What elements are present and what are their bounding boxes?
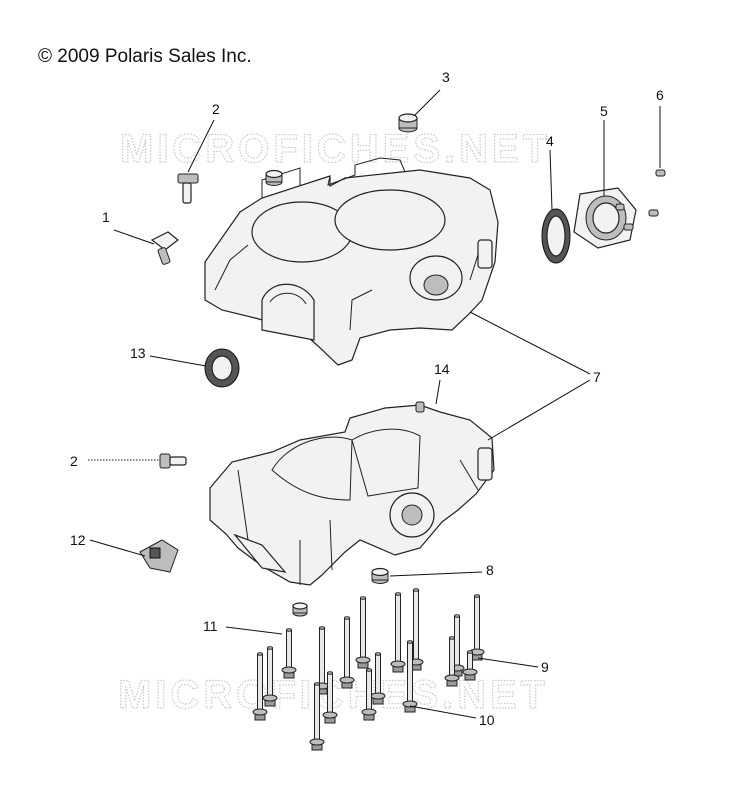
callout-11: 11 xyxy=(203,618,218,634)
callout-14: 14 xyxy=(434,361,450,377)
callout-10: 10 xyxy=(479,712,495,728)
callout-4: 4 xyxy=(546,133,554,149)
upper-crankcase[interactable] xyxy=(204,157,499,366)
bolt[interactable] xyxy=(252,652,268,721)
part-2-breather-lower[interactable] xyxy=(159,453,187,469)
bolt[interactable] xyxy=(469,594,485,661)
callout-6: 6 xyxy=(656,87,664,103)
callout-8: 8 xyxy=(486,562,494,578)
bolt[interactable] xyxy=(462,650,478,681)
watermark-bottom: MICROFICHES.NET xyxy=(118,673,549,717)
callout-7: 7 xyxy=(593,369,601,385)
copyright-notice: © 2009 Polaris Sales Inc. xyxy=(38,46,252,67)
bolt[interactable] xyxy=(355,596,371,669)
part-13-seal[interactable] xyxy=(204,348,240,388)
bolt[interactable] xyxy=(390,592,406,673)
leader-lines xyxy=(88,89,661,719)
part-6-bolt[interactable] xyxy=(655,169,666,177)
part-3-plug[interactable] xyxy=(265,113,418,186)
lower-crankcase[interactable] xyxy=(209,401,495,586)
callout-3: 3 xyxy=(442,69,450,85)
part-8-plug[interactable] xyxy=(292,567,389,617)
callout-12: 12 xyxy=(70,532,86,548)
callout-1: 1 xyxy=(102,209,110,225)
callout-2-upper: 2 xyxy=(212,101,220,117)
watermark-top: MICROFICHES.NET xyxy=(120,127,551,171)
crankcase-bolts[interactable] xyxy=(252,588,485,751)
callout-13: 13 xyxy=(130,345,146,361)
bolt[interactable] xyxy=(361,668,377,721)
part-1-fitting[interactable] xyxy=(150,231,179,265)
bolt[interactable] xyxy=(402,640,418,713)
callout-5: 5 xyxy=(600,103,608,119)
part-12-bracket[interactable] xyxy=(139,539,179,573)
callout-2-lower: 2 xyxy=(70,453,78,469)
bolt[interactable] xyxy=(281,628,297,679)
part-4-seal[interactable] xyxy=(541,208,571,264)
bolt[interactable] xyxy=(322,671,338,724)
bolt[interactable] xyxy=(444,636,460,687)
bolt[interactable] xyxy=(339,616,355,689)
callout-labels: 1 2 3 4 5 6 7 8 9 10 11 12 13 14 2 xyxy=(70,69,664,728)
callout-9: 9 xyxy=(541,659,549,675)
part-2-breather-upper[interactable] xyxy=(177,173,199,204)
part-5-cover[interactable] xyxy=(573,187,659,249)
bolt[interactable] xyxy=(370,652,386,705)
bolt[interactable] xyxy=(309,682,325,751)
